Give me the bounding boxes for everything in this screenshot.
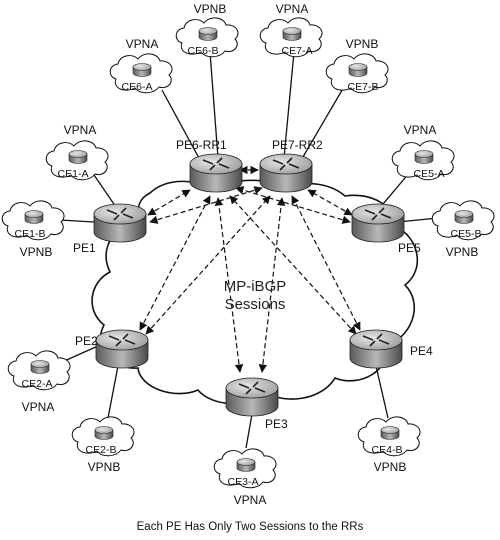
router-label-pe1: PE1	[73, 241, 96, 255]
ce-label-ce2a: CE2-A	[22, 378, 53, 390]
link-ce6a-pe6rr1	[161, 89, 201, 161]
ce-cloud-ce2b	[71, 416, 135, 457]
vpn-label-ce6b: VPNB	[194, 2, 227, 16]
link-ce5a-pe5	[377, 171, 411, 211]
ce-cloud-ce7b	[325, 53, 389, 94]
ce-label-ce6a: CE6-A	[122, 81, 153, 93]
mp-ibgp-sessions	[139, 165, 361, 373]
ce-label-ce3a: CE3-A	[228, 476, 259, 488]
router-pe3	[225, 377, 279, 417]
link-ce5b-pe5	[397, 217, 439, 223]
router-pe1	[93, 203, 147, 243]
ce-cloud-ce7a	[259, 17, 323, 58]
vpn-label-ce2a: VPNA	[22, 400, 55, 414]
ce-cloud-ce1b	[1, 200, 65, 241]
session-pe4-rr2	[291, 195, 361, 331]
link-ce2a-pe2	[61, 345, 99, 363]
router-label-pe5: PE5	[398, 241, 421, 255]
ce-label-ce5a: CE5-A	[414, 168, 445, 180]
link-ce1b-pe1	[59, 219, 95, 223]
ce-cloud-ce6a	[109, 53, 173, 94]
figure-caption: Each PE Has Only Two Sessions to the RRs	[137, 521, 364, 533]
vpn-label-ce1b: VPNB	[20, 245, 53, 259]
ce-cloud-ce6b	[175, 17, 239, 58]
vpn-label-ce7a: VPNA	[276, 2, 309, 16]
link-ce2b-pe2	[107, 365, 119, 419]
vpn-label-ce6a: VPNA	[126, 37, 159, 51]
router-pe7-rr2	[259, 153, 313, 193]
link-ce7b-pe7rr2	[299, 79, 349, 163]
ce-label-ce6b: CE6-B	[188, 45, 219, 57]
vpn-label-ce7b: VPNB	[346, 37, 379, 51]
router-pe6-rr1	[189, 153, 243, 193]
cloud-label-line2: Sessions	[225, 296, 286, 313]
ce-label-ce7a: CE7-A	[282, 45, 313, 57]
vpn-label-ce5b: VPNB	[446, 245, 479, 259]
vpn-label-ce2b: VPNB	[88, 460, 121, 474]
ce-label-ce7b: CE7-B	[348, 81, 379, 93]
link-ce7a-pe7rr2	[283, 51, 295, 159]
ce-label-ce1a: CE1-A	[58, 168, 89, 180]
router-pe4	[349, 329, 403, 369]
router-label-pe6-rr1: PE6-RR1	[176, 138, 227, 152]
session-pe4-rr1	[229, 195, 357, 335]
ce-cloud-ce5b	[431, 200, 495, 241]
access-links	[59, 51, 439, 449]
link-ce1a-pe1	[91, 171, 119, 211]
ce-label-ce4b: CE4-B	[372, 444, 403, 456]
router-label-pe2: PE2	[75, 334, 98, 348]
ce-cloud-ce5a	[391, 140, 455, 181]
router-label-pe3: PE3	[265, 417, 288, 431]
vpn-label-ce5a: VPNA	[404, 123, 437, 137]
session-pe3-rr1	[214, 197, 244, 373]
ce-label-ce1b: CE1-B	[15, 228, 46, 240]
ce-cloud-ce2a	[7, 350, 71, 391]
link-ce4b-pe4	[375, 365, 389, 419]
link-ce6b-pe6rr1	[209, 51, 219, 159]
vpn-label-ce4b: VPNB	[374, 460, 407, 474]
ce-label-ce2b: CE2-B	[86, 444, 117, 456]
ce-cloud-ce3a	[213, 448, 277, 489]
router-label-pe7-rr2: PE7-RR2	[272, 138, 323, 152]
router-pe2	[95, 329, 149, 369]
ce-cloud-ce1a	[45, 140, 109, 181]
router-label-pe4: PE4	[410, 344, 433, 358]
vpn-label-ce1a: VPNA	[64, 123, 97, 137]
cloud-label-line1: MP-iBGP	[224, 278, 287, 295]
ce-label-ce5b: CE5-B	[451, 228, 482, 240]
vpn-label-ce3a: VPNA	[234, 493, 267, 507]
router-pe5	[351, 203, 405, 243]
ce-cloud-ce4b	[357, 416, 421, 457]
link-ce3a-pe3	[245, 413, 253, 449]
